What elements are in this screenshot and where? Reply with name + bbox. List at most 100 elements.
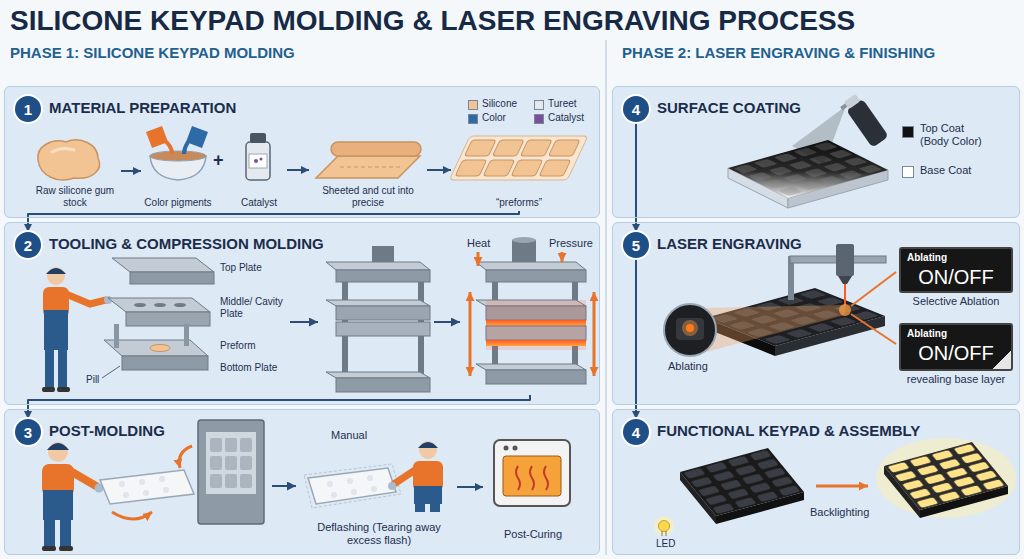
molded-sheet <box>139 479 145 485</box>
indicator-label: Ablating <box>907 328 947 339</box>
step-number: 3 <box>15 419 41 445</box>
flow-connector <box>427 169 451 171</box>
step-number: 4 <box>623 96 649 122</box>
flow-arrow <box>434 321 460 323</box>
deflashing-scene <box>331 492 337 498</box>
heated-press <box>469 292 472 376</box>
led-symbol <box>659 521 670 532</box>
mold-press-open <box>210 474 222 488</box>
mold-bottom-plate <box>114 324 119 348</box>
heated-press <box>476 262 586 270</box>
closed-press <box>372 246 394 262</box>
mold-cavity-plate <box>108 298 210 312</box>
indicator-caption: revealing base layer <box>893 373 1019 385</box>
finished-keypad <box>680 448 804 516</box>
preform-tray <box>449 136 588 180</box>
heated-press <box>561 252 564 262</box>
deflashing-scene <box>371 486 377 492</box>
flow-connector <box>457 486 483 488</box>
step-label: Backlighting <box>810 506 869 518</box>
backlit-keypad <box>876 438 1016 518</box>
mold-cavity-plate <box>134 303 146 307</box>
mold-press-open <box>206 432 256 494</box>
item-caption: Color pigments <box>141 197 215 209</box>
mold-bottom-plate <box>104 340 208 356</box>
process-item: Post-Curing <box>483 433 583 543</box>
led-symbol <box>654 516 674 536</box>
deflashing-scene <box>327 481 333 487</box>
catalyst-bottle <box>250 133 266 143</box>
heated-press <box>486 370 586 384</box>
laser-gantry <box>838 276 852 284</box>
phase-heading: PHASE 1: SILICONE KEYPAD MOLDING <box>10 44 295 61</box>
part-label: Top Plate <box>220 262 262 273</box>
step-panel: SURFACE COATING4 <box>612 86 1020 218</box>
preform-tray <box>549 140 580 156</box>
process-item: Color pigments <box>141 129 215 211</box>
closed-press <box>336 378 430 392</box>
closed-press <box>326 262 430 270</box>
diagram-title: SILICONE KEYPAD MOLDING & LASER ENGRAVIN… <box>10 5 1014 37</box>
legend-swatch <box>534 100 544 110</box>
backlit-keypad <box>884 442 1008 510</box>
item-caption: Raw silicone gum stock <box>29 185 121 209</box>
phase-divider <box>605 40 607 555</box>
mold-cavity-plate <box>108 298 210 326</box>
panel-backgrounds <box>4 86 600 218</box>
backlit-keypad <box>884 442 1008 510</box>
legend-text: Color <box>482 112 506 123</box>
mold-top-plate <box>130 272 214 284</box>
mold-press-open <box>210 438 222 452</box>
curing-oven <box>494 440 570 506</box>
molded-sheet <box>143 490 149 496</box>
mold-press-open <box>225 456 237 470</box>
operator-figure <box>45 348 54 388</box>
catalyst-bottle <box>246 133 270 180</box>
operator-figure <box>42 267 112 392</box>
process-item: “preforms” <box>451 129 587 211</box>
silicone-gum <box>52 148 74 152</box>
molded-sheet <box>100 470 194 504</box>
legend-text: Tureet <box>548 98 577 109</box>
step-number-text: 4 <box>623 96 649 122</box>
deflashing-scene <box>304 464 401 508</box>
mold-press-open <box>225 438 237 452</box>
spray-can <box>840 103 847 110</box>
curing-oven <box>544 466 548 490</box>
step-panel: LASER ENGRAVING5AblatingON/OFFSelective … <box>612 222 1020 405</box>
deflashing-scene <box>394 470 415 484</box>
closed-press <box>336 322 430 336</box>
curing-oven <box>503 456 561 496</box>
deflashing-scene <box>419 441 437 459</box>
legend-swatch <box>902 126 914 138</box>
process-item: Sheeted and cut into precise <box>309 129 427 211</box>
legend-swatch <box>534 114 544 124</box>
operator-figure <box>60 518 71 548</box>
step-number-text: 2 <box>15 232 41 258</box>
laser-gantry <box>836 244 854 276</box>
mold-bottom-plate <box>122 356 208 370</box>
heated-press <box>512 240 536 262</box>
mold-press-open <box>240 474 252 488</box>
molded-sheet <box>100 470 194 504</box>
mold-bottom-plate <box>104 324 208 370</box>
molded-sheet <box>119 481 125 487</box>
ablation-inset <box>686 324 694 332</box>
ablation-cone <box>700 305 845 352</box>
deflashing-scene <box>367 475 373 481</box>
preform-tray <box>521 140 552 156</box>
item-caption: Post-Curing <box>483 528 583 541</box>
finished-keypad <box>680 448 804 516</box>
led-symbol <box>666 531 667 536</box>
operator-figure <box>44 310 68 350</box>
operator-figure <box>72 472 96 486</box>
operator-figure <box>46 268 66 274</box>
heat-label: Heat <box>467 237 490 249</box>
curing-oven <box>516 466 520 490</box>
flow-connector <box>121 170 141 172</box>
catalyst-bottle <box>246 142 270 180</box>
ablation-inset <box>664 304 716 356</box>
mold-press-open <box>240 456 252 470</box>
panel-backgrounds <box>4 222 600 405</box>
